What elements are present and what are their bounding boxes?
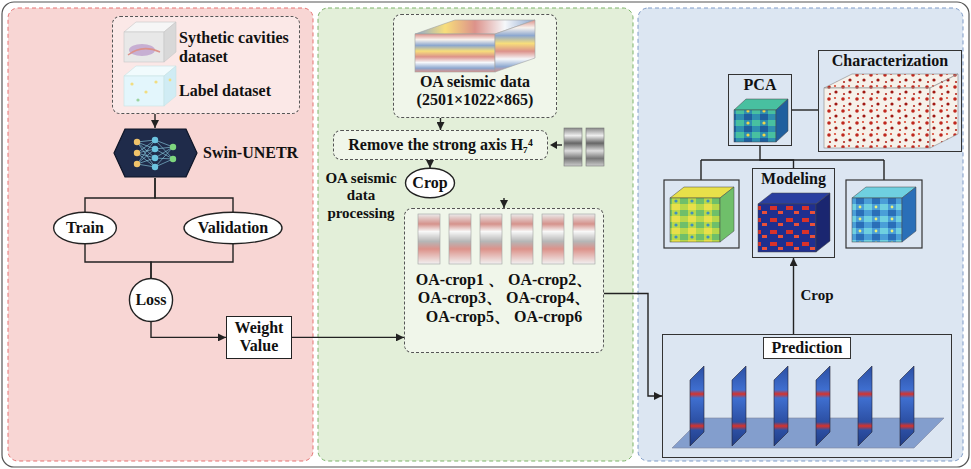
result-panel xyxy=(638,8,963,461)
slab-face xyxy=(816,193,830,252)
slab-face xyxy=(902,187,916,242)
processing-panel xyxy=(318,8,633,461)
points-face xyxy=(930,74,958,148)
pca-slab xyxy=(734,99,788,142)
hexagon-outline xyxy=(113,128,198,178)
prediction-box: Prediction xyxy=(662,334,952,458)
node-text: Crop xyxy=(412,174,447,192)
network-node xyxy=(134,150,140,156)
connector xyxy=(292,337,404,338)
node-text: Loss xyxy=(135,291,166,309)
slab-face xyxy=(734,110,776,142)
network-node xyxy=(152,137,158,143)
connector xyxy=(155,178,233,212)
connector xyxy=(85,244,151,278)
slab-face xyxy=(852,198,902,242)
pca-box: PCA xyxy=(728,74,792,146)
section-panel xyxy=(564,128,582,166)
model-slab xyxy=(758,193,830,252)
cavity-points xyxy=(824,74,958,148)
connector xyxy=(793,258,794,334)
connector xyxy=(503,198,504,208)
data-box: OA seismic data (2501×1022×865) xyxy=(393,14,557,118)
ellipse-shape xyxy=(54,212,117,243)
network-node xyxy=(134,139,140,145)
network-node xyxy=(152,155,158,161)
connector-label: Crop xyxy=(801,287,834,304)
modeling-box: Modeling xyxy=(752,168,835,258)
section-panel xyxy=(732,366,746,446)
node-text: Train xyxy=(66,219,104,237)
pointer-head xyxy=(550,141,557,149)
connector xyxy=(151,244,233,278)
connector xyxy=(151,322,226,337)
network-node xyxy=(170,156,176,162)
network-hexagon: Swin-UNETR xyxy=(113,128,302,178)
node-text: OA-crop1 、 OA-crop2、 OA-crop3、 OA-crop4、… xyxy=(409,271,599,326)
validation-ellipse: Validation xyxy=(183,212,283,244)
right-slab xyxy=(846,180,922,248)
node-text: Label dataset xyxy=(179,82,271,100)
connector xyxy=(154,114,155,128)
characterization-box: Characterization xyxy=(818,50,962,152)
section-panel xyxy=(690,366,704,446)
dataset-box: Sythetic cavities datasetLabel dataset xyxy=(112,16,300,114)
left-slab xyxy=(664,180,739,248)
slab-face xyxy=(776,99,788,142)
axis-sections xyxy=(550,128,604,166)
branch-line xyxy=(700,160,701,180)
section-panel xyxy=(900,366,914,446)
ellipse-shape xyxy=(406,168,455,197)
ellipse-shape xyxy=(129,278,172,321)
node-text: Swin-UNETR xyxy=(203,144,298,162)
hexagon-shape xyxy=(114,129,197,177)
points-face xyxy=(824,88,930,148)
node-text: Characterization xyxy=(832,52,948,70)
connector xyxy=(440,118,441,130)
branch-line xyxy=(883,160,884,180)
train-ellipse: Train xyxy=(53,212,117,244)
node-text: Sythetic cavities dataset xyxy=(179,29,293,66)
section-panel xyxy=(774,366,788,446)
network-node xyxy=(170,144,176,150)
network-node xyxy=(152,164,158,170)
connector xyxy=(760,146,794,168)
image-frame xyxy=(846,180,922,248)
node-text: Remove the strong axis H₇⁴ xyxy=(348,136,532,154)
ellipse-shape xyxy=(184,212,282,243)
weight-box: Weight Value xyxy=(226,316,292,359)
connector xyxy=(604,294,662,396)
loss-circle: Loss xyxy=(129,278,173,322)
network-node xyxy=(152,146,158,152)
section-panel xyxy=(858,366,872,446)
connector xyxy=(429,160,430,168)
connector xyxy=(85,178,155,212)
crop-circle: Crop xyxy=(405,168,455,198)
section-panel xyxy=(586,128,604,166)
slab-face xyxy=(720,187,734,242)
slab-face xyxy=(758,204,816,252)
training-panel xyxy=(8,8,313,461)
node-text: Weight Value xyxy=(231,319,287,356)
node-text: Prediction xyxy=(763,337,852,359)
step-label: OA seismic data processing xyxy=(322,170,400,222)
connector xyxy=(792,109,818,110)
slab-face xyxy=(670,198,720,242)
prediction-sections xyxy=(672,366,944,448)
node-text: Validation xyxy=(198,219,269,237)
network-node xyxy=(134,161,140,167)
crops-box: OA-crop1 、 OA-crop2、 OA-crop3、 OA-crop4、… xyxy=(404,208,604,353)
node-text: PCA xyxy=(744,76,777,94)
node-text: OA seismic data (2501×1022×865) xyxy=(398,73,552,110)
node-text: Modeling xyxy=(761,170,826,188)
process-box: Remove the strong axis H₇⁴ xyxy=(333,130,548,160)
image-frame xyxy=(664,180,739,248)
section-panel xyxy=(816,366,830,446)
